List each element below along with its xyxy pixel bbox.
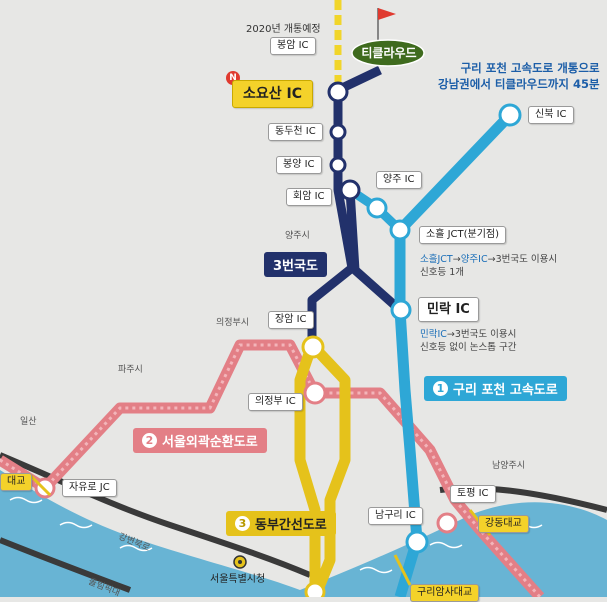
route3-number: 3 xyxy=(235,516,250,531)
route-badge-route2[interactable]: 2 서울외곽순환도로 xyxy=(133,428,267,453)
route-badge-national3[interactable]: 3번국도 xyxy=(264,252,327,277)
route-badge-route3[interactable]: 3 동부간선도로 xyxy=(226,511,336,536)
ic-label-bongam[interactable]: 봉암 IC xyxy=(270,37,316,55)
ic-label-guri-amsa[interactable]: 구리암사대교 xyxy=(410,584,480,602)
note-soheul: 소흘JCT→양주IC→3번국도 이용시 신호등 1개 xyxy=(420,254,558,278)
node-minrak[interactable] xyxy=(390,299,412,321)
ic-label-soyosan[interactable]: 소요산 IC xyxy=(232,80,313,108)
node-bongyang[interactable] xyxy=(329,156,347,174)
route1-number: 1 xyxy=(433,381,448,396)
route3-name: 동부간선도로 xyxy=(255,518,327,533)
ic-nodes xyxy=(34,81,522,597)
river-waves xyxy=(9,496,543,574)
area-uijeongbu-si: 의정부시 xyxy=(216,318,250,328)
area-namyangju-si: 남양주시 xyxy=(492,461,526,471)
route3-line xyxy=(307,341,351,597)
area-paju-si: 파주시 xyxy=(118,365,143,375)
node-hoeam[interactable] xyxy=(339,179,361,201)
ic-label-sinbuk[interactable]: 신북 IC xyxy=(528,106,574,124)
route1-name: 구리 포천 고속도로 xyxy=(453,383,558,398)
ic-label-daegyo-left[interactable]: 대교 xyxy=(0,473,33,491)
ic-label-namguri[interactable]: 남구리 IC xyxy=(368,507,423,525)
node-topyeong[interactable] xyxy=(436,512,458,534)
route3-line-2 xyxy=(294,343,321,597)
ic-label-minrak[interactable]: 민락 IC xyxy=(418,297,479,322)
golf-flag-icon xyxy=(351,8,425,67)
han-river-east xyxy=(300,502,607,597)
node-uijeongbu[interactable] xyxy=(303,381,327,405)
ic-label-uijeongbu[interactable]: 의정부 IC xyxy=(248,393,303,411)
node-soyosan[interactable] xyxy=(327,81,349,103)
node-south[interactable] xyxy=(304,581,326,597)
olympic-road xyxy=(0,537,132,593)
headline: 구리 포천 고속도로 개통으로 강남권에서 티클라우드까지 45분 xyxy=(438,60,600,92)
route-badge-route1[interactable]: 1 구리 포천 고속도로 xyxy=(424,376,567,401)
node-yangju[interactable] xyxy=(366,197,388,219)
ic-label-bongyang[interactable]: 봉양 IC xyxy=(276,156,322,174)
area-ilsan: 일산 xyxy=(20,417,37,427)
ic-label-topyeong[interactable]: 토평 IC xyxy=(450,485,496,503)
ic-label-dongducheon[interactable]: 동두천 IC xyxy=(268,123,323,141)
note-minrak: 민락IC→3번국도 이용시 신호등 없이 논스톱 구간 xyxy=(420,329,517,353)
node-jangam[interactable] xyxy=(301,335,325,359)
area-yangju-si: 양주시 xyxy=(285,231,310,241)
future-note: 2020년 개통예정 xyxy=(246,24,321,35)
destination-label[interactable]: 티클라우드 xyxy=(361,46,417,60)
han-river xyxy=(0,470,300,597)
node-dongducheon[interactable] xyxy=(329,123,347,141)
headline-line1: 구리 포천 고속도로 개통으로 xyxy=(460,61,600,75)
route2-number: 2 xyxy=(142,433,157,448)
ic-label-yangju[interactable]: 양주 IC xyxy=(376,171,422,189)
node-soheul[interactable] xyxy=(389,219,411,241)
ic-label-soheul[interactable]: 소흘 JCT(분기점) xyxy=(419,226,507,244)
ic-label-gangdong[interactable]: 강동대교 xyxy=(478,515,529,533)
area-seoul-cityhall: 서울특별시청 xyxy=(210,574,266,585)
route2-name: 서울외곽순환도로 xyxy=(162,435,258,450)
ic-label-jayuro[interactable]: 자유로 JC xyxy=(62,479,117,497)
node-namguri[interactable] xyxy=(405,530,429,554)
headline-line2: 강남권에서 티클라우드까지 45분 xyxy=(438,77,600,91)
ic-label-hoeam[interactable]: 회암 IC xyxy=(286,188,332,206)
node-sinbuk[interactable] xyxy=(498,103,522,127)
ic-label-jangam[interactable]: 장암 IC xyxy=(268,311,314,329)
route-badge-national3-label: 3번국도 xyxy=(273,259,318,274)
